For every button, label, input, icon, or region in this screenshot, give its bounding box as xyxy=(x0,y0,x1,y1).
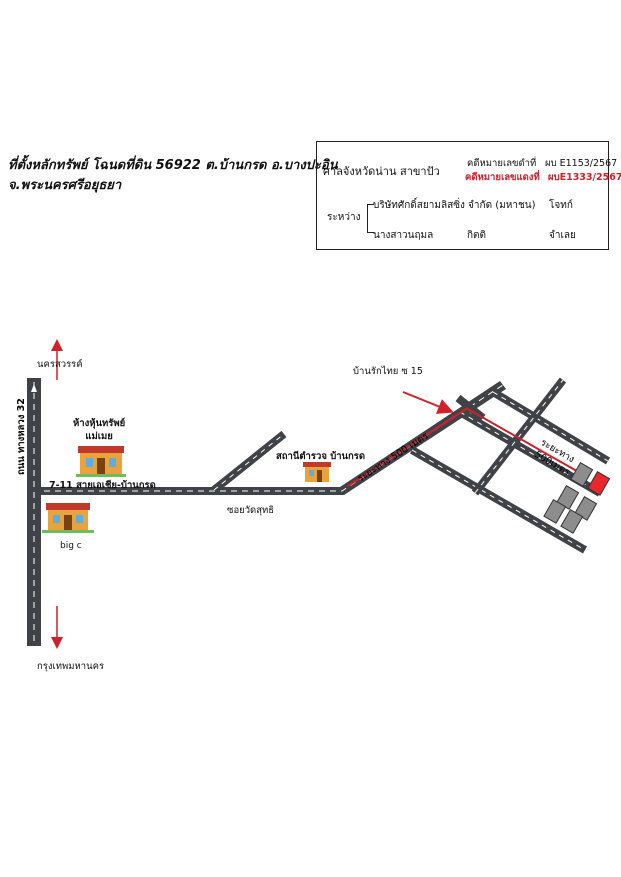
village-label: บ้านรักไทย ซ 15 xyxy=(353,366,423,377)
between-label: ระหว่าง xyxy=(327,212,361,223)
seven-eleven-label: 7-11 สายเอเชีย-บ้านกรด xyxy=(49,480,156,491)
court-name: ศาลจังหวัดน่าน สาขาปัว xyxy=(323,165,440,178)
page-title: ที่ตั้งหลักทรัพย์ โฉนดที่ดิน 56922 ต.บ้า… xyxy=(8,156,338,196)
south-destination-label: กรุงเทพมหานคร xyxy=(37,661,105,672)
land-lots xyxy=(543,462,611,534)
store-label-line-1: ห้างหุ้นทรัพย์ xyxy=(73,418,126,429)
store-icon xyxy=(76,446,126,477)
bracket xyxy=(367,204,374,233)
bigc-store-icon xyxy=(42,503,94,533)
highway-road xyxy=(27,378,41,646)
branch-road xyxy=(211,430,287,494)
black-case-label: คดีหมายเลขดำที่ xyxy=(467,158,537,169)
defendant-name: นางสาวนฤมล xyxy=(373,230,434,241)
plaintiff-role: โจทก์ xyxy=(549,200,573,211)
bigc-label: big c xyxy=(60,541,82,551)
store-label-line-2: แม่เมย xyxy=(85,431,113,442)
police-station-icon xyxy=(303,462,331,482)
north-destination-label: นครสวรรค์ xyxy=(37,359,83,370)
soi-road xyxy=(41,381,506,495)
title-line-1: ที่ตั้งหลักทรัพย์ โฉนดที่ดิน 56922 ต.บ้า… xyxy=(8,158,338,173)
store-label: ห้างหุ้นทรัพย์ แม่เมย xyxy=(73,417,125,443)
soi-label: ซอยวัดสุทธิ xyxy=(227,505,275,516)
red-case-label: คดีหมายเลขแดงที่ xyxy=(465,172,540,183)
target-lot xyxy=(587,471,611,496)
red-case-number: ผบE1333/2567 xyxy=(548,172,621,183)
route-line-2 xyxy=(465,407,583,475)
defendant-surname: กิตติ xyxy=(467,230,487,241)
plaintiff-name: บริษัทศักดิ์สยามลิสซิ่ง จำกัด (มหาชน) xyxy=(373,200,536,211)
village-arrow xyxy=(402,391,454,414)
title-line-2: จ.พระนครศรีอยุธยา xyxy=(8,178,122,193)
route-line-1 xyxy=(347,408,467,487)
police-station-label: สถานีตำรวจ บ้านกรด xyxy=(276,451,366,462)
defendant-role: จำเลย xyxy=(549,230,576,241)
highway-label: ถนน ทางหลวง 32 xyxy=(16,398,27,475)
black-case-number: ผบ E1153/2567 xyxy=(545,158,618,169)
case-info-box: ศาลจังหวัดน่าน สาขาปัว คดีหมายเลขดำที่ ผ… xyxy=(316,141,621,250)
